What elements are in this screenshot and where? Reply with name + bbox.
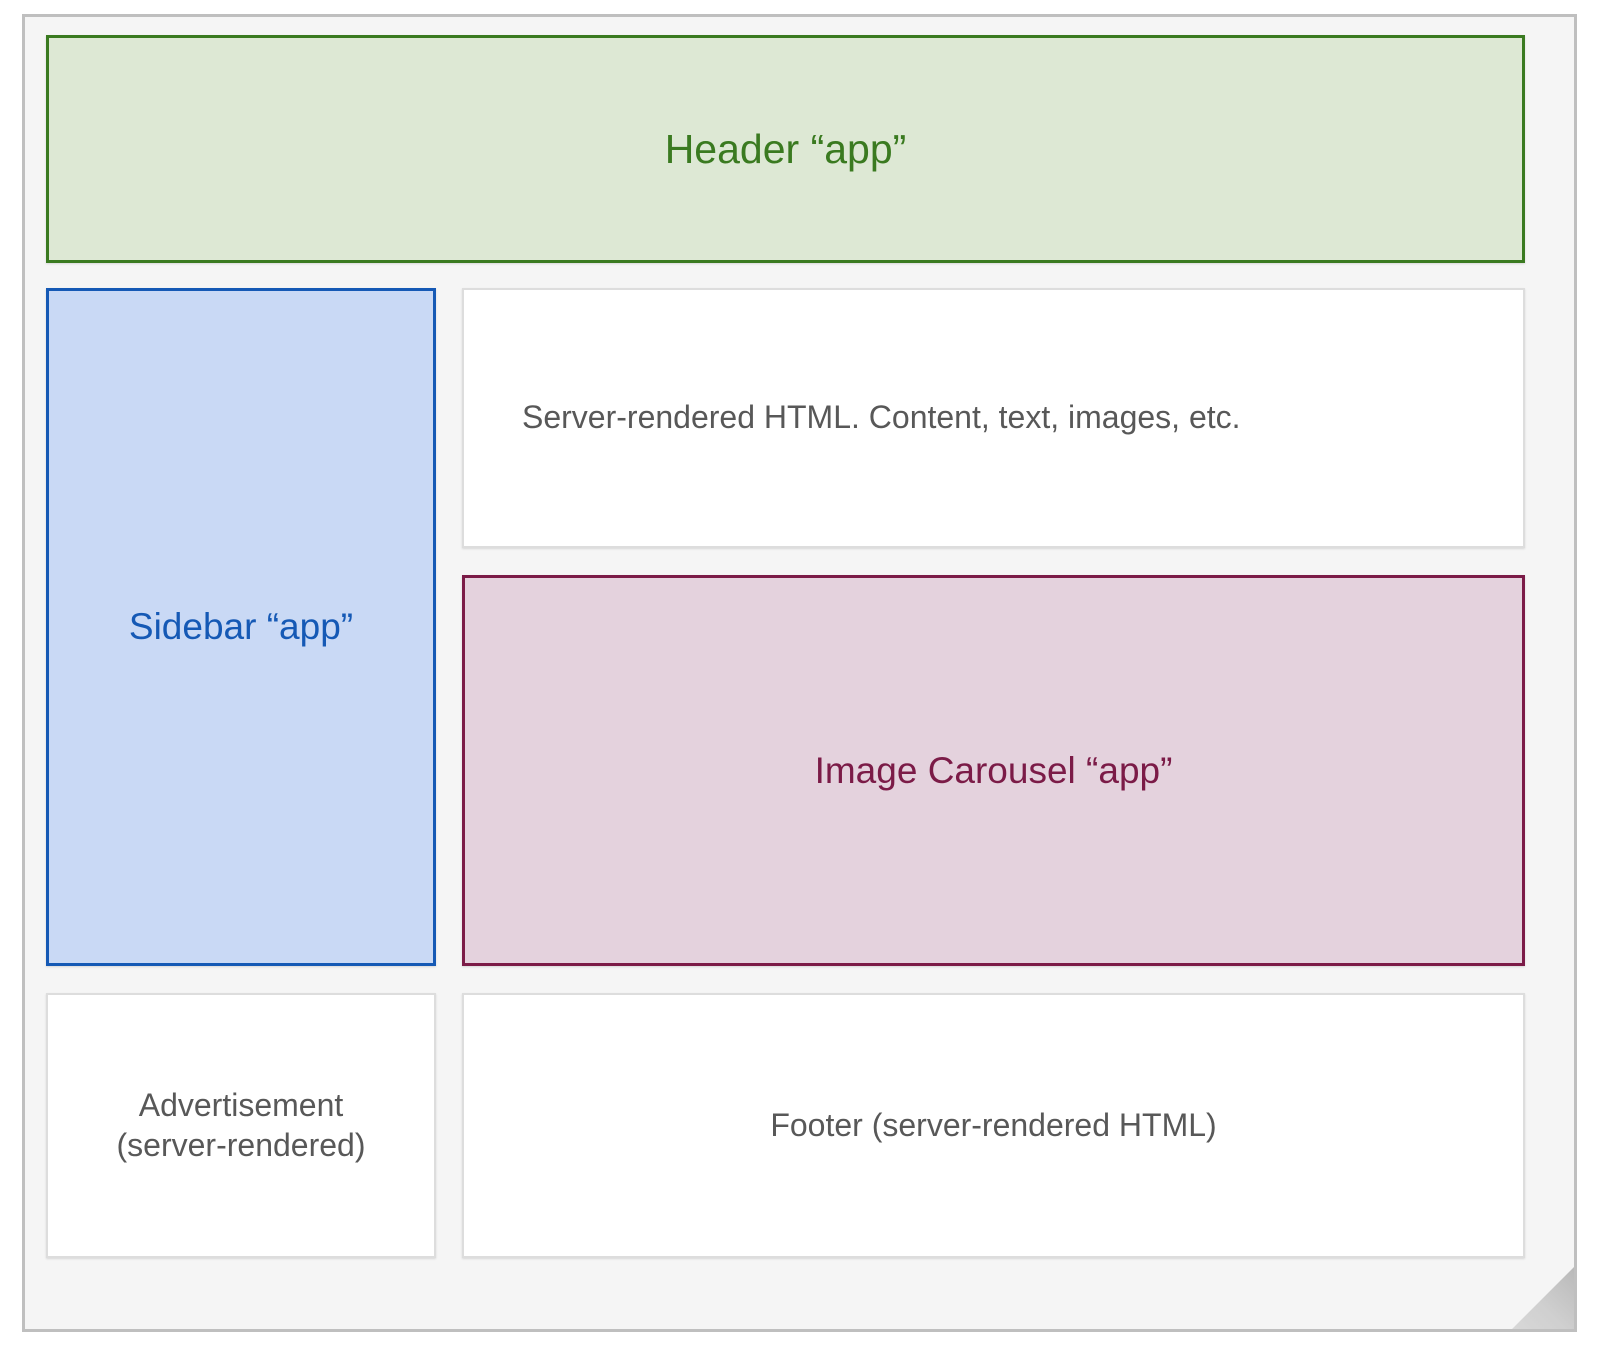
block-image-carousel-app-label: Image Carousel “app”: [814, 749, 1173, 791]
block-advertisement-label: Advertisement (server-rendered): [116, 1087, 366, 1163]
block-header-app[interactable]: Header “app”: [46, 35, 1525, 263]
page-sheet: Header “app” Sidebar “app” Server-render…: [22, 14, 1577, 1332]
block-footer[interactable]: Footer (server-rendered HTML): [462, 993, 1525, 1258]
block-header-app-label: Header “app”: [664, 125, 907, 172]
page-fold-corner-icon: [1512, 1267, 1574, 1329]
block-advertisement[interactable]: Advertisement (server-rendered): [46, 993, 436, 1258]
block-footer-label: Footer (server-rendered HTML): [770, 1106, 1217, 1143]
block-server-rendered-content-label: Server-rendered HTML. Content, text, ima…: [522, 399, 1241, 436]
block-sidebar-app-label: Sidebar “app”: [128, 606, 354, 648]
block-image-carousel-app[interactable]: Image Carousel “app”: [462, 575, 1525, 966]
block-server-rendered-content[interactable]: Server-rendered HTML. Content, text, ima…: [462, 288, 1525, 548]
block-sidebar-app[interactable]: Sidebar “app”: [46, 288, 436, 966]
